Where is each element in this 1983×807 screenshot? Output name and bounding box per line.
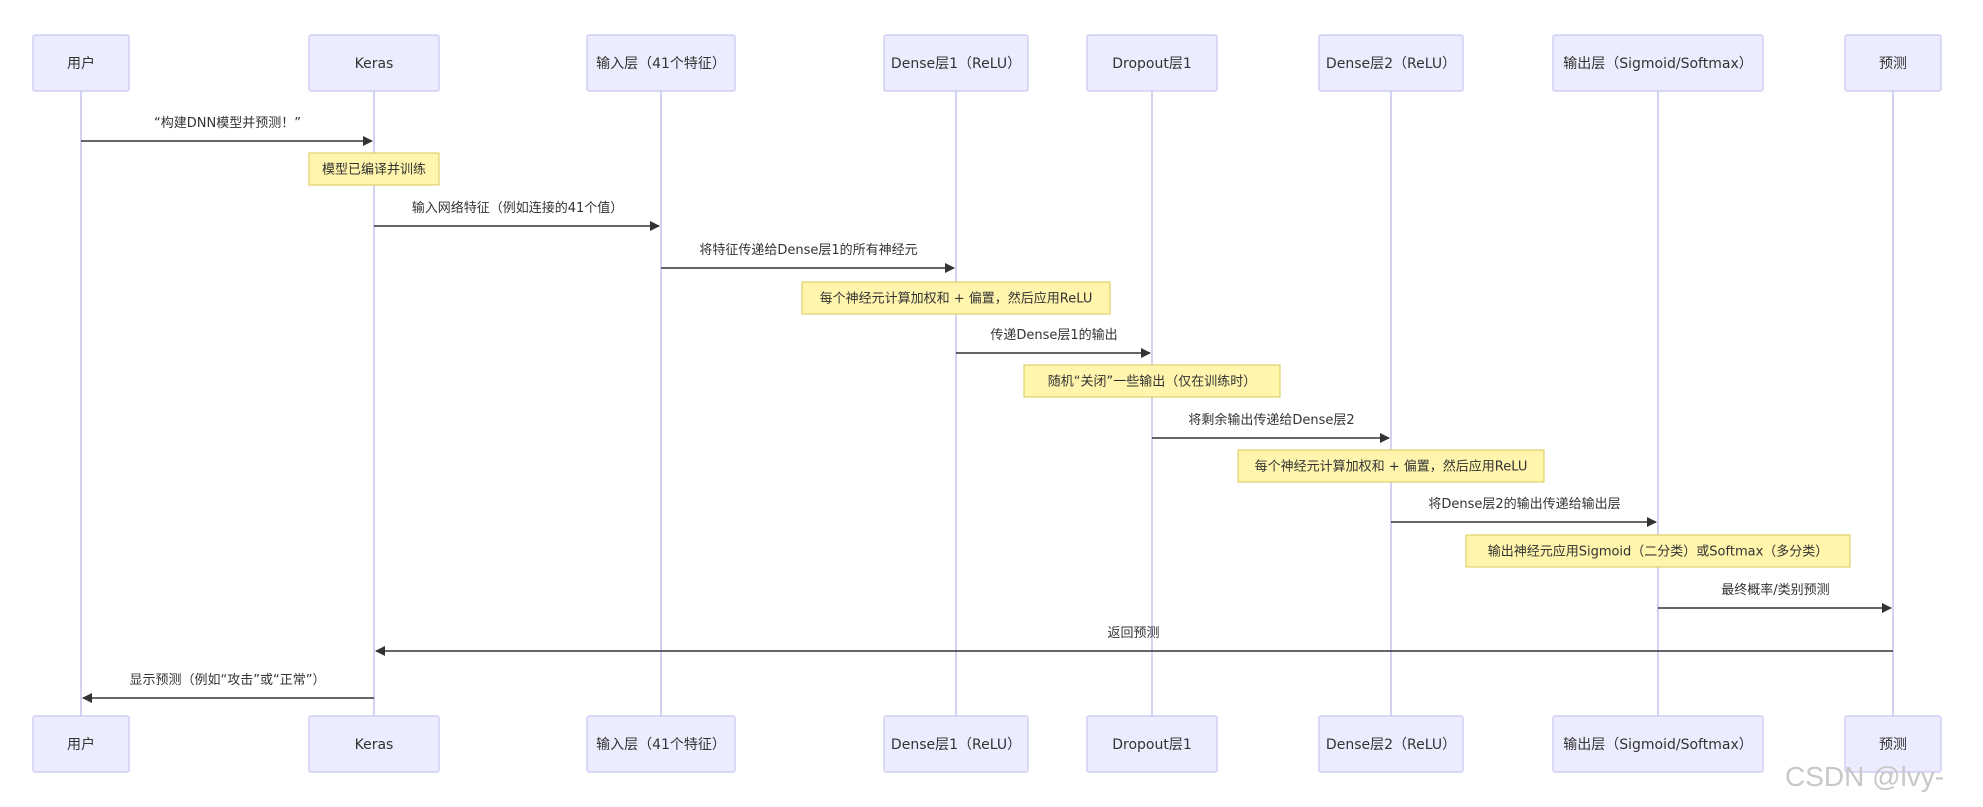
participant-label: Dropout层1 [1112, 56, 1192, 72]
participant-predict-top: 预测 [1844, 34, 1942, 92]
participant-label: 用户 [67, 55, 95, 72]
watermark: CSDN @lvy- [1785, 761, 1944, 792]
participant-box [308, 34, 440, 92]
participant-box [308, 715, 440, 773]
participant-box [1086, 715, 1218, 773]
note-keras: 模型已编译并训练 [308, 152, 440, 186]
note-dense2: 每个神经元计算加权和 + 偏置，然后应用ReLU [1237, 449, 1545, 483]
message-label: 传递Dense层1的输出 [990, 327, 1117, 343]
participant-input-top: 输入层（41个特征） [586, 34, 736, 92]
participant-keras-top: Keras [308, 34, 440, 92]
note-box [801, 281, 1111, 315]
message-label: 将特征传递给Dense层1的所有神经元 [699, 242, 917, 258]
participant-box [32, 715, 130, 773]
participant-dropout-top: Dropout层1 [1086, 34, 1218, 92]
participant-box [1552, 715, 1764, 773]
participant-predict-bottom: 预测 [1844, 715, 1942, 773]
participant-label: Keras [355, 737, 394, 753]
participant-box [1086, 34, 1218, 92]
message-keras-to-input: 输入网络特征（例如连接的41个值） [374, 200, 660, 231]
participant-dropout-bottom: Dropout层1 [1086, 715, 1218, 773]
participant-label: Dense层1（ReLU） [891, 737, 1021, 753]
note-label: 随机“关闭”一些输出（仅在训练时） [1048, 374, 1256, 390]
participant-box [883, 715, 1029, 773]
participant-box [1318, 34, 1464, 92]
participant-box [586, 34, 736, 92]
message-user-to-keras: “构建DNN模型并预测！” [81, 116, 373, 146]
message-label: 将Dense层2的输出传递给输出层 [1428, 496, 1620, 512]
participant-box [32, 34, 130, 92]
message-label: 返回预测 [1107, 626, 1159, 641]
note-label: 每个神经元计算加权和 + 偏置，然后应用ReLU [1255, 459, 1528, 475]
participant-keras-bottom: Keras [308, 715, 440, 773]
note-box [308, 152, 440, 186]
participant-box [1844, 715, 1942, 773]
message-input-to-dense1: 将特征传递给Dense层1的所有神经元 [661, 242, 955, 273]
participant-label: 输入层（41个特征） [596, 737, 726, 753]
participant-dense1-top: Dense层1（ReLU） [883, 34, 1029, 92]
participant-input-bottom: 输入层（41个特征） [586, 715, 736, 773]
note-dense1: 每个神经元计算加权和 + 偏置，然后应用ReLU [801, 281, 1111, 315]
participant-box [1318, 715, 1464, 773]
participant-label: 输入层（41个特征） [596, 56, 726, 72]
participant-label: 用户 [67, 736, 95, 753]
participant-user-bottom: 用户 [32, 715, 130, 773]
message-predict-to-keras: 返回预测 [375, 626, 1893, 656]
message-label: 将剩余输出传递给Dense层2 [1188, 412, 1354, 428]
note-dropout: 随机“关闭”一些输出（仅在训练时） [1023, 364, 1281, 398]
participant-label: 预测 [1879, 737, 1907, 753]
note-box [1023, 364, 1281, 398]
note-output: 输出神经元应用Sigmoid（二分类）或Softmax（多分类） [1465, 534, 1851, 568]
message-label: 输入网络特征（例如连接的41个值） [412, 200, 624, 216]
message-output-to-predict: 最终概率/类别预测 [1658, 582, 1892, 613]
participant-dense2-bottom: Dense层2（ReLU） [1318, 715, 1464, 773]
participant-label: Dense层2（ReLU） [1326, 56, 1456, 72]
note-box [1465, 534, 1851, 568]
participant-label: Keras [355, 56, 394, 72]
note-label: 模型已编译并训练 [322, 163, 426, 178]
message-dense1-to-dropout: 传递Dense层1的输出 [956, 327, 1151, 358]
message-dropout-to-dense2: 将剩余输出传递给Dense层2 [1152, 412, 1390, 443]
participant-label: 输出层（Sigmoid/Softmax） [1563, 737, 1753, 753]
message-dense2-to-output: 将Dense层2的输出传递给输出层 [1391, 496, 1657, 527]
participant-dense2-top: Dense层2（ReLU） [1318, 34, 1464, 92]
note-label: 每个神经元计算加权和 + 偏置，然后应用ReLU [820, 291, 1093, 307]
note-label: 输出神经元应用Sigmoid（二分类）或Softmax（多分类） [1488, 544, 1829, 560]
participant-label: Dense层1（ReLU） [891, 56, 1021, 72]
participant-box [1552, 34, 1764, 92]
participant-box [883, 34, 1029, 92]
message-keras-to-user: 显示预测（例如“攻击”或“正常”） [82, 672, 374, 703]
participant-output-top: 输出层（Sigmoid/Softmax） [1552, 34, 1764, 92]
message-label: 显示预测（例如“攻击”或“正常”） [130, 672, 326, 688]
participant-box [1844, 34, 1942, 92]
participant-label: Dense层2（ReLU） [1326, 737, 1456, 753]
participant-label: Dropout层1 [1112, 737, 1192, 753]
participant-user-top: 用户 [32, 34, 130, 92]
note-box [1237, 449, 1545, 483]
message-label: “构建DNN模型并预测！” [154, 116, 301, 131]
participant-label: 预测 [1879, 56, 1907, 72]
participant-box [586, 715, 736, 773]
participant-output-bottom: 输出层（Sigmoid/Softmax） [1552, 715, 1764, 773]
participant-dense1-bottom: Dense层1（ReLU） [883, 715, 1029, 773]
participant-label: 输出层（Sigmoid/Softmax） [1563, 56, 1753, 72]
message-label: 最终概率/类别预测 [1721, 582, 1829, 598]
